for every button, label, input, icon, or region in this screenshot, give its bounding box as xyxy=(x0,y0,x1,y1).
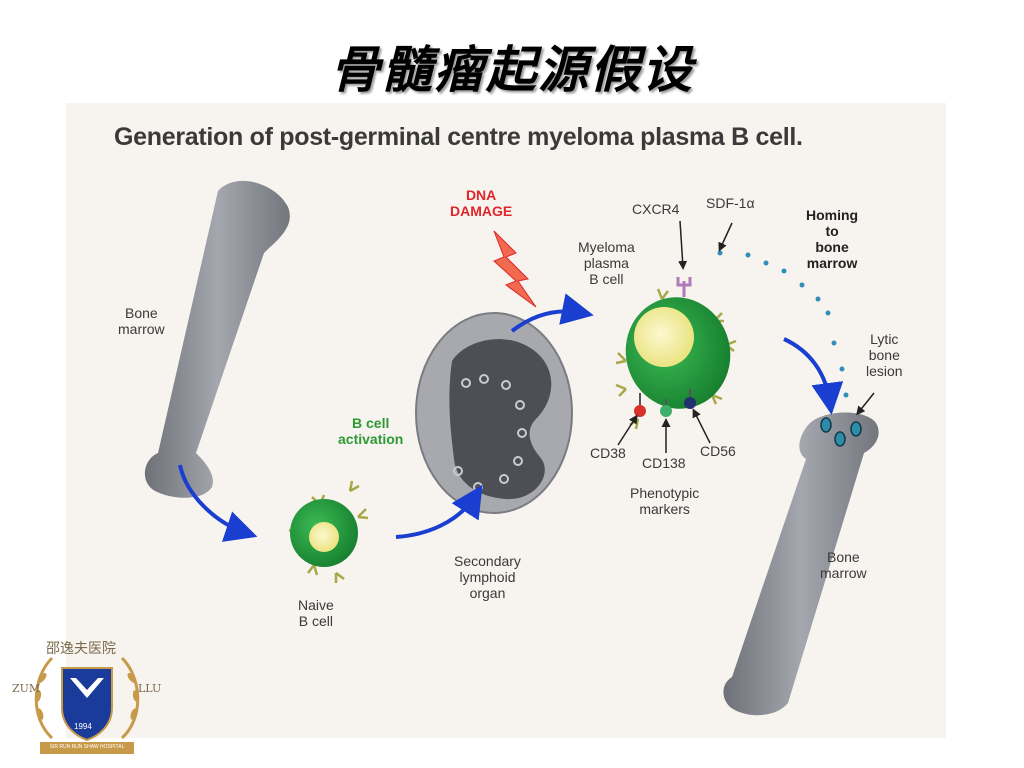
lytic-lesion-hole xyxy=(834,431,846,447)
slide-title: 骨髓瘤起源假设 xyxy=(330,40,694,99)
myeloma-plasma-b-cell xyxy=(615,277,737,430)
arrow-lymphoid-to-myeloma xyxy=(510,293,594,333)
hospital-logo-emblem xyxy=(34,656,140,754)
sdf1a-chemokine-dots xyxy=(717,250,849,398)
label-cd38: CD38 xyxy=(590,445,626,461)
dna-damage-bolt-icon xyxy=(493,230,537,308)
label-cxcr4: CXCR4 xyxy=(632,201,680,217)
logo-text-left: ZUM xyxy=(12,682,41,695)
cd38-marker xyxy=(634,405,646,417)
logo-text-right: LLU xyxy=(138,682,162,695)
label-cd56: CD56 xyxy=(700,443,736,459)
secondary-lymphoid-organ xyxy=(415,312,573,514)
cd138-marker xyxy=(660,405,672,417)
germinal-centre-cells xyxy=(453,374,527,492)
arrow-myeloma-to-bone xyxy=(783,337,844,415)
arrow-naive-to-lymphoid xyxy=(395,484,483,539)
bone-right xyxy=(723,412,879,716)
logo-text-top: 邵逸夫医院 xyxy=(46,641,116,657)
cxcr4-receptor xyxy=(676,277,692,297)
naive-b-cell xyxy=(288,480,369,583)
hospital-logo: 邵逸夫医院 ZUM LLU 1994 SIR RUN RUN SHAW HOSP… xyxy=(12,638,162,763)
bone-left xyxy=(144,180,290,498)
diagram-canvas xyxy=(144,180,879,716)
lytic-lesion-hole xyxy=(820,417,832,433)
figure-title: Generation of post-germinal centre myelo… xyxy=(114,123,803,151)
flow-arrows xyxy=(178,293,844,542)
cd56-marker xyxy=(684,397,696,409)
logo-banner: SIR RUN RUN SHAW HOSPITAL xyxy=(49,744,125,750)
arrow-bone-to-naive xyxy=(178,464,258,542)
diagram-figure: Generation of post-germinal centre myelo… xyxy=(66,103,946,738)
pointer-lines xyxy=(617,220,875,453)
label-sdf1a: SDF-1α xyxy=(706,195,755,211)
label-cd138: CD138 xyxy=(642,455,686,471)
logo-year: 1994 xyxy=(74,722,92,731)
lytic-lesion-hole xyxy=(850,421,862,437)
